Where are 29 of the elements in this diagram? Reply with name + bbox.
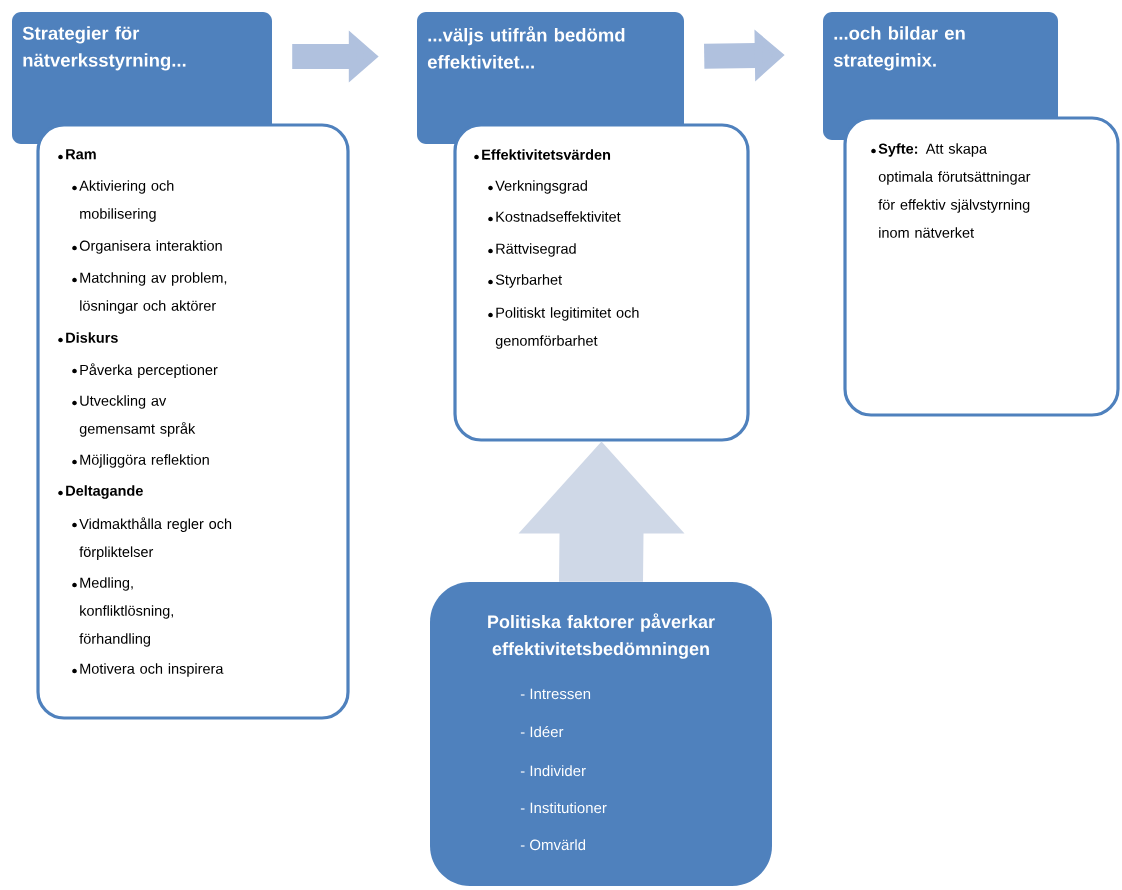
list-item: Medling, konfliktlösning, förhandling xyxy=(72,577,173,647)
list-item: Politiskt legitimitet och genomförbarhet xyxy=(488,307,639,349)
list-item: Aktiviering och mobilisering xyxy=(72,180,174,222)
list-item: - Intressen xyxy=(520,688,591,700)
list-item: Utveckling av gemensamt språk xyxy=(72,395,196,437)
list-item: - Institutioner xyxy=(520,802,607,814)
list-item: Organisera interaktion xyxy=(72,240,222,254)
list-item: Kostnadseffektivitet xyxy=(488,211,621,222)
list-item: - Idéer xyxy=(520,725,564,738)
list-item: Vidmakthålla regler och förpliktelser xyxy=(72,517,232,560)
list-item: - Omvärld xyxy=(520,839,586,851)
list-item: Effektivitetsvärden xyxy=(474,149,611,160)
list-item: Syfte: Att skapa optimala förutsättningar för effektiv självstyrning inom nätverket xyxy=(871,143,1031,238)
list-item: Diskurs xyxy=(58,332,118,343)
content-box xyxy=(36,123,350,720)
list-item: Rättvisegrad xyxy=(488,243,576,257)
list-item: Ram xyxy=(58,149,96,160)
list-item: Möjliggöra reflektion xyxy=(72,454,209,468)
list-item: Deltagande xyxy=(58,485,143,499)
list-item: Påverka perceptioner xyxy=(72,363,218,378)
list-item: Matchning av problem, lösningar och aktörer xyxy=(72,272,227,314)
block-arrow xyxy=(518,441,685,582)
content-box xyxy=(843,116,1120,417)
content-box xyxy=(453,123,750,442)
list-item: Styrbarhet xyxy=(488,274,562,288)
list-item: Verkningsgrad xyxy=(488,180,587,194)
factor-box: Politiska faktorer påverkar effektivitetsbedömningen - Intressen - Idéer - Individer - Institutioner - Omvärld xyxy=(430,582,772,886)
list-item: - Individer xyxy=(520,765,586,777)
list-item: Motivera och inspirera xyxy=(72,663,224,677)
